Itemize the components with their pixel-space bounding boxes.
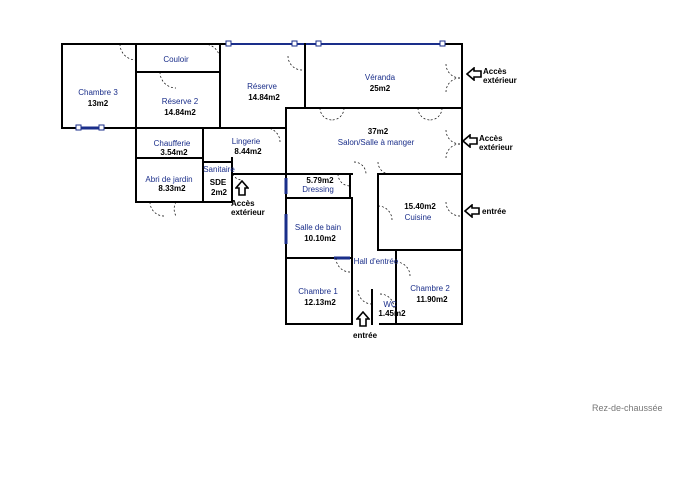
plan-title: Rez-de-chaussée <box>592 403 663 413</box>
access-label-cuisine: entrée <box>482 207 507 216</box>
room-name-wc: WC <box>383 300 397 309</box>
room-area-veranda: 25m2 <box>369 84 391 93</box>
arrow-left-icon <box>466 67 482 81</box>
room-name-sdb: Salle de bain <box>294 223 342 232</box>
room-name-chaufferie: Chaufferie <box>153 139 191 148</box>
access-label-veranda: Accès extérieur <box>483 67 517 85</box>
access-label-salon: Accès extérieur <box>479 134 513 152</box>
room-area-cuisine: 15.40m2 <box>404 202 436 211</box>
room-area-lingerie: 8.44m2 <box>234 147 262 156</box>
arrow-left-icon <box>464 204 480 218</box>
room-area-chambre1: 12.13m2 <box>304 298 336 307</box>
room-name-hall: Hall d'entrée <box>353 257 399 266</box>
room-area-dressing: 5.79m2 <box>306 176 334 185</box>
room-name-veranda: Véranda <box>364 73 396 82</box>
room-area-wc: 1.45m2 <box>378 309 406 318</box>
room-name-sanitaire: Sanitaire <box>203 165 235 174</box>
room-name-chambre3: Chambre 3 <box>78 88 118 97</box>
room-name-lingerie: Lingerie <box>231 137 261 146</box>
room-name-couloir: Couloir <box>163 55 189 64</box>
room-name-salon: Salon/Salle à manger <box>337 138 415 147</box>
room-area-reserve2: 14.84m2 <box>164 108 196 117</box>
room-name-abri: Abri de jardin <box>145 175 193 184</box>
room-name-reserve: Réserve <box>247 82 277 91</box>
room-area-salon: 37m2 <box>367 127 389 136</box>
room-name-dressing: Dressing <box>302 185 334 194</box>
access-label-sanitaire: Accès extérieur <box>231 199 265 217</box>
room-area-chambre2: 11.90m2 <box>416 295 448 304</box>
room-name-chambre1: Chambre 1 <box>298 287 338 296</box>
room-name-sde: SDE <box>209 178 227 187</box>
room-area-chambre3: 13m2 <box>87 99 109 108</box>
arrow-up-icon <box>356 311 370 327</box>
room-area-sdb: 10.10m2 <box>304 234 336 243</box>
room-area-reserve: 14.84m2 <box>248 93 280 102</box>
access-label-entree: entrée <box>353 331 378 340</box>
arrow-up-icon <box>235 180 249 196</box>
room-name-reserve2: Réserve 2 <box>161 97 199 106</box>
room-name-cuisine: Cuisine <box>404 213 432 222</box>
room-area-chaufferie: 3.54m2 <box>160 148 188 157</box>
room-name-chambre2: Chambre 2 <box>410 284 450 293</box>
room-area-sde: 2m2 <box>210 188 228 197</box>
room-area-abri: 8.33m2 <box>158 184 186 193</box>
arrow-left-icon <box>462 134 478 148</box>
